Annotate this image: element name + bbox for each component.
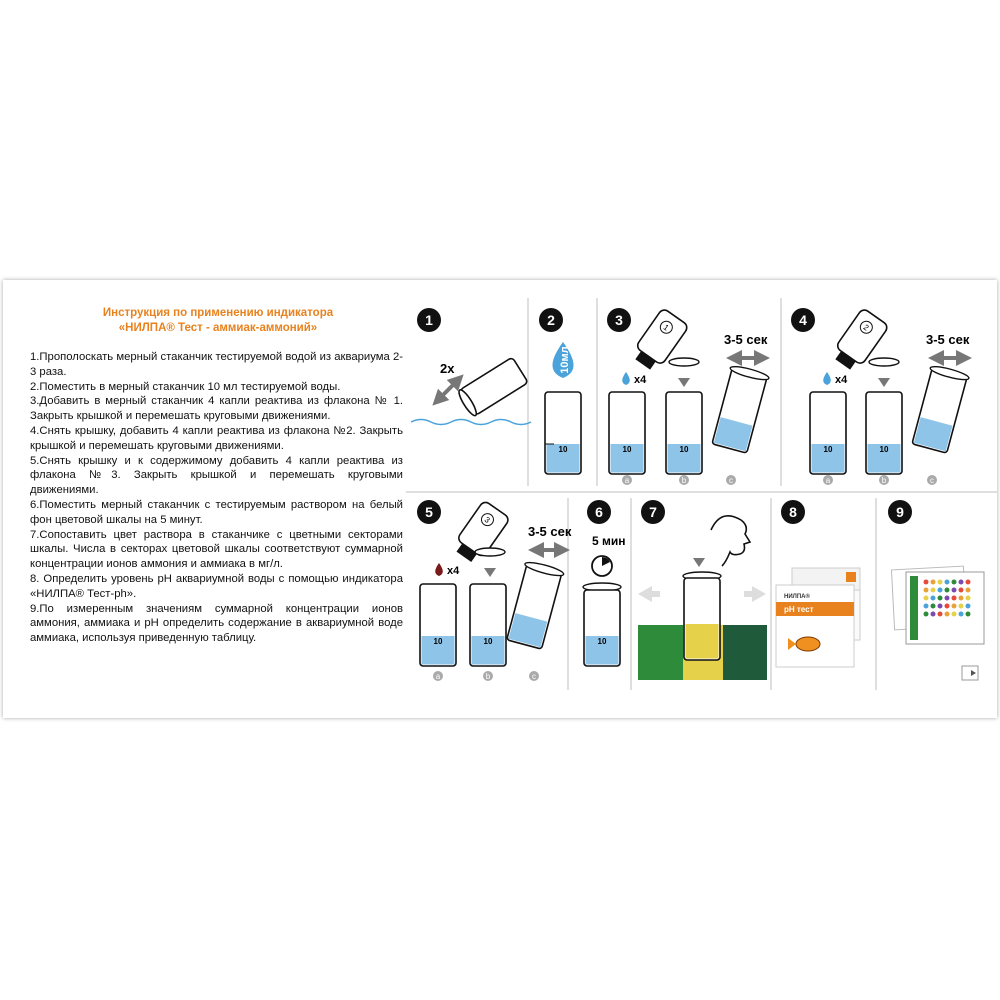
rinse-count: 2x — [440, 361, 455, 376]
bottle-1-icon: 1 — [635, 309, 688, 370]
step7-compare-illustration — [638, 514, 767, 680]
steps-diagram: 1 2 3 4 5 6 7 8 9 2x 10мл 10 — [406, 298, 997, 690]
instruction-step-3: 3.Добавить в мерный стаканчик 4 капли ре… — [30, 395, 403, 423]
step1-rinse-illustration: 2x — [410, 357, 532, 426]
step3-reagent1-illustration: 1 x4 10 10 3-5 сек a b c — [608, 309, 770, 485]
svg-text:3: 3 — [615, 312, 623, 328]
step2-fill-illustration: 10мл 10 — [544, 342, 582, 475]
instruction-step-8: 8. Определить уровень pH аквариумной вод… — [30, 572, 403, 600]
bottle-2-icon: 2 — [835, 309, 888, 370]
instruction-title: Инструкция по применению индикатора «НИЛ… — [33, 306, 403, 336]
svg-text:10: 10 — [434, 637, 443, 646]
svg-text:x4: x4 — [447, 565, 460, 577]
svg-text:x4: x4 — [634, 374, 647, 386]
step-badge-1: 1 — [417, 308, 441, 332]
instruction-step-1: 1.Прополоскать мерный стаканчик тестируе… — [30, 351, 403, 378]
title-line-1: Инструкция по применению индикатора — [102, 307, 334, 319]
left-arrow-icon — [638, 586, 660, 602]
svg-text:3: 3 — [483, 515, 492, 525]
panel-dividers — [406, 298, 997, 690]
svg-text:10: 10 — [880, 445, 889, 454]
step-badge-3: 3 — [607, 308, 631, 332]
step-badge-5: 5 — [417, 500, 441, 524]
svg-text:5: 5 — [425, 504, 433, 520]
svg-text:c: c — [729, 476, 733, 485]
bottle-3-icon: 3 — [456, 501, 509, 562]
instruction-card: Инструкция по применению индикатора «НИЛ… — [3, 280, 997, 718]
svg-text:3-5 сек: 3-5 сек — [528, 524, 572, 539]
title-line-2: «НИЛПА® Тест - аммиак-аммоний» — [118, 322, 318, 334]
step-badge-6: 6 — [587, 500, 611, 524]
svg-text:9: 9 — [896, 504, 904, 520]
svg-text:5 мин: 5 мин — [592, 534, 626, 548]
water-drop-icon — [552, 342, 574, 378]
svg-text:a: a — [826, 476, 831, 485]
step6-wait-illustration: 5 мин 10 — [582, 534, 626, 667]
fish-icon — [795, 636, 821, 652]
svg-text:2: 2 — [862, 323, 871, 333]
instruction-step-2: 2.Поместить в мерный стаканчик 10 мл тес… — [30, 380, 341, 393]
svg-text:10: 10 — [623, 445, 632, 454]
svg-text:b: b — [682, 476, 687, 485]
red-drop-icon — [435, 563, 443, 576]
volume-label: 10мл — [559, 346, 571, 373]
svg-text:1: 1 — [662, 323, 671, 333]
instruction-step-7: 7.Сопоставить цвет раствора в стаканчике… — [30, 528, 403, 571]
svg-text:a: a — [436, 672, 441, 681]
svg-text:8: 8 — [789, 504, 797, 520]
step9-table-illustration — [890, 565, 985, 681]
instruction-step-9: 9.По измеренным значениям суммарной конц… — [30, 602, 403, 645]
instruction-step-5: 5.Снять крышку и к содержимому добавить … — [30, 454, 403, 497]
down-arrow-icon — [678, 370, 690, 387]
next-arrow-icon — [965, 670, 976, 676]
step-badge-2: 2 — [539, 308, 563, 332]
svg-text:4: 4 — [799, 312, 807, 328]
svg-text:10: 10 — [680, 445, 689, 454]
box-product: pH тест — [784, 605, 814, 614]
svg-text:c: c — [532, 672, 536, 681]
step-badge-9: 9 — [888, 500, 912, 524]
rinse-arrow-icon — [432, 374, 464, 406]
ph-color-table — [923, 579, 971, 617]
svg-text:1: 1 — [425, 312, 433, 328]
svg-text:10: 10 — [484, 637, 493, 646]
svg-text:x4: x4 — [835, 374, 848, 386]
step4-reagent2-illustration: 2 x4 10 10 3-5 сек a b c — [809, 309, 972, 485]
scale-sector-right — [723, 625, 767, 680]
lid-icon — [668, 357, 700, 367]
svg-text:6: 6 — [595, 504, 603, 520]
step-badge-4: 4 — [791, 308, 815, 332]
box-brand: НИЛПА® — [784, 593, 811, 600]
svg-text:3-5 сек: 3-5 сек — [724, 332, 768, 347]
face-icon — [710, 514, 752, 567]
svg-text:b: b — [486, 672, 491, 681]
svg-text:2: 2 — [547, 312, 555, 328]
svg-text:a: a — [625, 476, 630, 485]
step5-reagent3-illustration: 3 x4 10 10 3-5 сек a b c — [419, 501, 572, 681]
step8-ph-test-box: НИЛПА® pH тест — [775, 567, 861, 668]
svg-text:10: 10 — [824, 445, 833, 454]
instruction-step-4: 4.Снять крышку, добавить 4 капли реактив… — [30, 424, 403, 452]
svg-text:10: 10 — [598, 637, 607, 646]
svg-text:b: b — [882, 476, 887, 485]
svg-text:3-5 сек: 3-5 сек — [926, 332, 970, 347]
right-arrow-icon — [744, 586, 766, 602]
step-badge-8: 8 — [781, 500, 805, 524]
instruction-list: 1.Прополоскать мерный стаканчик тестируе… — [30, 350, 403, 646]
svg-text:10: 10 — [559, 445, 568, 454]
scale-sector-left — [638, 625, 688, 680]
svg-text:7: 7 — [649, 504, 657, 520]
instruction-step-6: 6.Поместить мерный стаканчик с тестируем… — [30, 498, 403, 526]
svg-text:c: c — [930, 476, 934, 485]
step-badge-7: 7 — [641, 500, 665, 524]
drop-icon — [622, 372, 630, 385]
step-badges: 1 2 3 4 5 6 7 8 9 — [417, 308, 912, 524]
